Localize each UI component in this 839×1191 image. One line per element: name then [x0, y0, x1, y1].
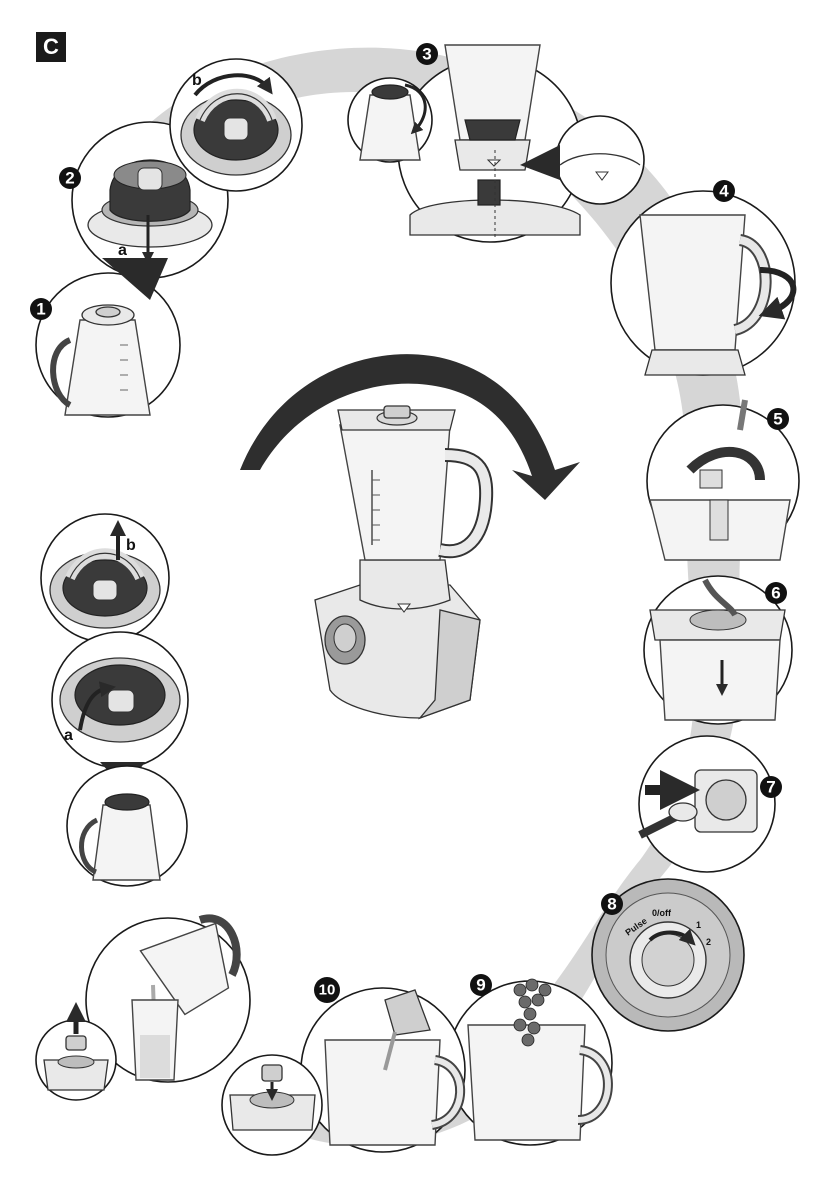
dial-two-label: 2 [706, 937, 711, 947]
step-badge-5: 5 [767, 408, 789, 430]
step-2b-callout-b: b [192, 72, 202, 89]
step-9-panel [448, 979, 612, 1145]
step-1-panel [36, 273, 180, 417]
step-badge-3: 3 [416, 43, 438, 65]
step-badge-1: 1 [30, 298, 52, 320]
disassembly-jar-panel [67, 766, 187, 886]
svg-text:2: 2 [65, 169, 74, 188]
disassembly-callout-a: a [64, 727, 73, 744]
step-3-inset-panel [348, 78, 432, 162]
svg-text:7: 7 [766, 778, 775, 797]
svg-text:1: 1 [36, 300, 45, 319]
svg-text:8: 8 [607, 895, 616, 914]
step-10-inset-panel [222, 1055, 322, 1155]
svg-text:3: 3 [422, 45, 431, 64]
step-4-panel [611, 191, 795, 375]
step-badge-7: 7 [760, 776, 782, 798]
step-badge-2: 2 [59, 167, 81, 189]
dial-one-label: 1 [696, 920, 701, 930]
svg-text:6: 6 [771, 584, 780, 603]
step-2b-panel: b [170, 59, 302, 191]
step-7-panel [639, 736, 775, 872]
dial-off-label: 0/off [652, 908, 672, 918]
step-badge-10: 10 [314, 977, 340, 1003]
disassembly-b-panel: b [41, 514, 169, 642]
disassembly-callout-b: b [126, 537, 136, 554]
step-badge-9: 9 [470, 974, 492, 996]
step-2-callout-a: a [118, 242, 127, 259]
svg-text:9: 9 [476, 976, 485, 995]
step-badge-4: 4 [713, 180, 735, 202]
step-badge-6: 6 [765, 582, 787, 604]
step-10-panel [301, 988, 465, 1152]
svg-text:10: 10 [319, 982, 336, 999]
central-blender [315, 406, 486, 718]
svg-text:4: 4 [719, 182, 729, 201]
svg-text:5: 5 [773, 410, 782, 429]
step-badge-8: 8 [601, 893, 623, 915]
